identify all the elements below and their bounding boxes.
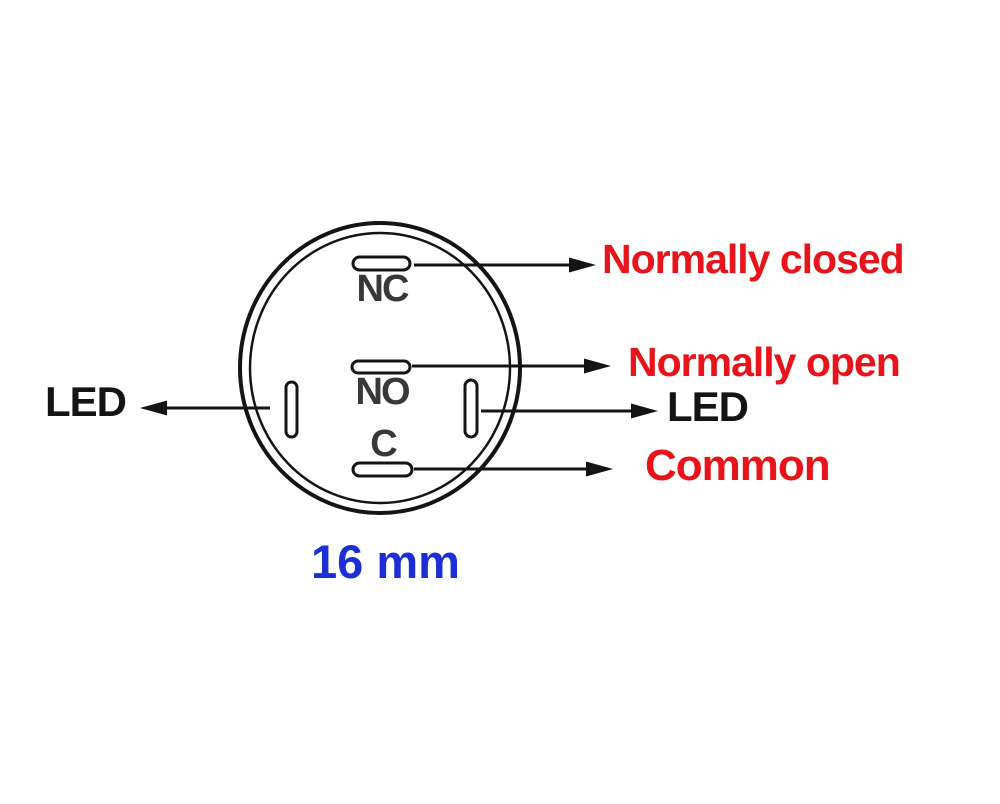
dimension-label-16mm: 16 mm — [311, 535, 460, 588]
callout-led-left: LED — [45, 378, 127, 425]
arrow-head-right-icon — [584, 358, 611, 374]
terminal-slot-no — [350, 359, 412, 375]
callout-led-right: LED — [667, 383, 749, 430]
arrow-right-slot-to-led — [481, 403, 658, 419]
arrow-head-right-icon — [586, 461, 613, 477]
arrow-no-to-normally-open — [412, 358, 611, 374]
arrow-c-to-common — [414, 461, 613, 477]
callout-normally-closed: Normally closed — [602, 236, 905, 282]
arrow-head-right-icon — [631, 403, 658, 419]
terminal-slot-led-right — [463, 378, 479, 439]
terminal-label-nc: NC — [356, 268, 410, 310]
arrow-head-left-icon — [140, 400, 167, 416]
button-inner-ring — [248, 231, 512, 505]
terminal-slot-common — [351, 461, 414, 478]
callout-normally-open: Normally open — [628, 339, 901, 385]
arrow-nc-to-normally-closed — [414, 257, 596, 273]
arrow-head-right-icon — [569, 257, 596, 273]
callout-common: Common — [645, 441, 831, 490]
arrow-left-slot-to-led — [140, 400, 270, 416]
terminal-label-no: NO — [355, 371, 411, 413]
terminal-label-c: C — [370, 423, 397, 465]
button-outer-ring — [238, 221, 522, 515]
terminal-slot-led-left — [284, 380, 299, 439]
terminal-slot-nc — [351, 255, 412, 272]
